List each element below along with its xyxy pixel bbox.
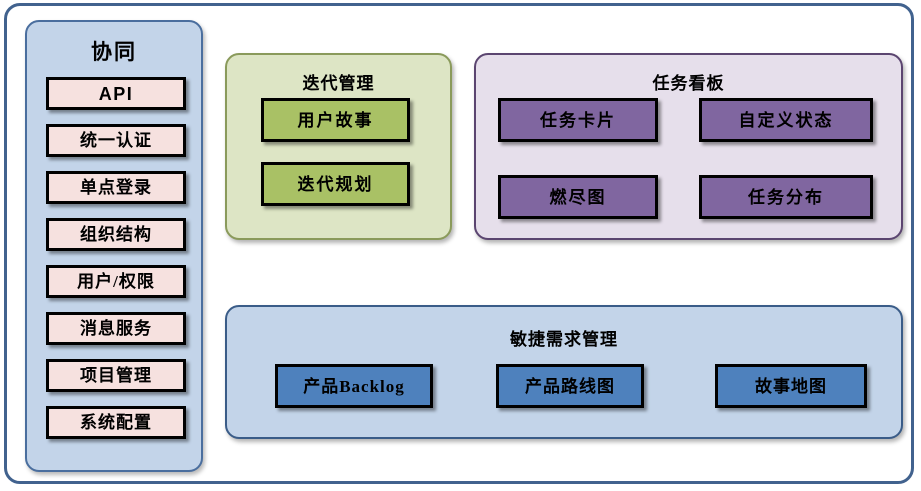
sidebar-item-user-permission[interactable]: 用户/权限	[46, 265, 186, 298]
sidebar-item-label: 项目管理	[80, 366, 152, 385]
iteration-item-iteration-planning[interactable]: 迭代规划	[261, 162, 410, 206]
taskboard-item-burndown-chart[interactable]: 燃尽图	[498, 175, 658, 219]
sidebar-item-label: 消息服务	[80, 319, 152, 338]
sidebar-item-label: 用户/权限	[77, 272, 155, 291]
sidebar-item-project-management[interactable]: 项目管理	[46, 359, 186, 392]
taskboard-item-task-distribution[interactable]: 任务分布	[699, 175, 873, 219]
iteration-item-label: 迭代规划	[297, 174, 374, 194]
agile-item-product-roadmap[interactable]: 产品路线图	[496, 364, 644, 408]
sidebar-item-message-service[interactable]: 消息服务	[46, 312, 186, 345]
iteration-item-user-story[interactable]: 用户故事	[261, 98, 410, 142]
sidebar-item-label: 单点登录	[80, 178, 152, 197]
agile-requirement-panel: 敏捷需求管理 产品Backlog 产品路线图 故事地图	[225, 305, 903, 439]
sidebar-item-unified-auth[interactable]: 统一认证	[46, 124, 186, 157]
sidebar-item-single-sign-on[interactable]: 单点登录	[46, 171, 186, 204]
agile-item-story-map[interactable]: 故事地图	[715, 364, 867, 408]
taskboard-item-label: 任务分布	[748, 187, 824, 207]
agile-item-label: 产品Backlog	[303, 376, 405, 396]
taskboard-item-custom-status[interactable]: 自定义状态	[699, 98, 873, 142]
taskboard-item-label: 燃尽图	[549, 187, 607, 207]
taskboard-item-task-card[interactable]: 任务卡片	[498, 98, 658, 142]
sidebar-item-label: API	[98, 83, 134, 104]
sidebar-item-label: 统一认证	[80, 131, 152, 150]
sidebar-item-org-structure[interactable]: 组织结构	[46, 218, 186, 251]
iteration-item-label: 用户故事	[297, 110, 374, 130]
iteration-management-title: 迭代管理	[302, 74, 375, 93]
iteration-management-panel: 迭代管理 用户故事 迭代规划	[225, 53, 452, 240]
sidebar-panel-title: 协同	[91, 41, 137, 64]
agile-item-label: 故事地图	[755, 376, 827, 396]
agile-item-product-backlog[interactable]: 产品Backlog	[275, 364, 433, 408]
taskboard-panel: 任务看板 任务卡片 自定义状态 燃尽图 任务分布	[474, 53, 903, 240]
sidebar-panel: 协同 API 统一认证 单点登录 组织结构 用户/权限 消息服务 项目管理	[25, 20, 203, 472]
outer-frame: 协同 API 统一认证 单点登录 组织结构 用户/权限 消息服务 项目管理	[4, 3, 914, 484]
taskboard-item-label: 任务卡片	[540, 110, 616, 130]
taskboard-title: 任务看板	[652, 74, 725, 93]
sidebar-item-system-config[interactable]: 系统配置	[46, 406, 186, 439]
agile-requirement-title: 敏捷需求管理	[510, 330, 618, 349]
agile-item-label: 产品路线图	[525, 376, 615, 396]
sidebar-item-api[interactable]: API	[46, 77, 186, 110]
taskboard-item-label: 自定义状态	[738, 110, 834, 130]
sidebar-item-label: 系统配置	[80, 413, 152, 432]
sidebar-item-label: 组织结构	[80, 225, 152, 244]
